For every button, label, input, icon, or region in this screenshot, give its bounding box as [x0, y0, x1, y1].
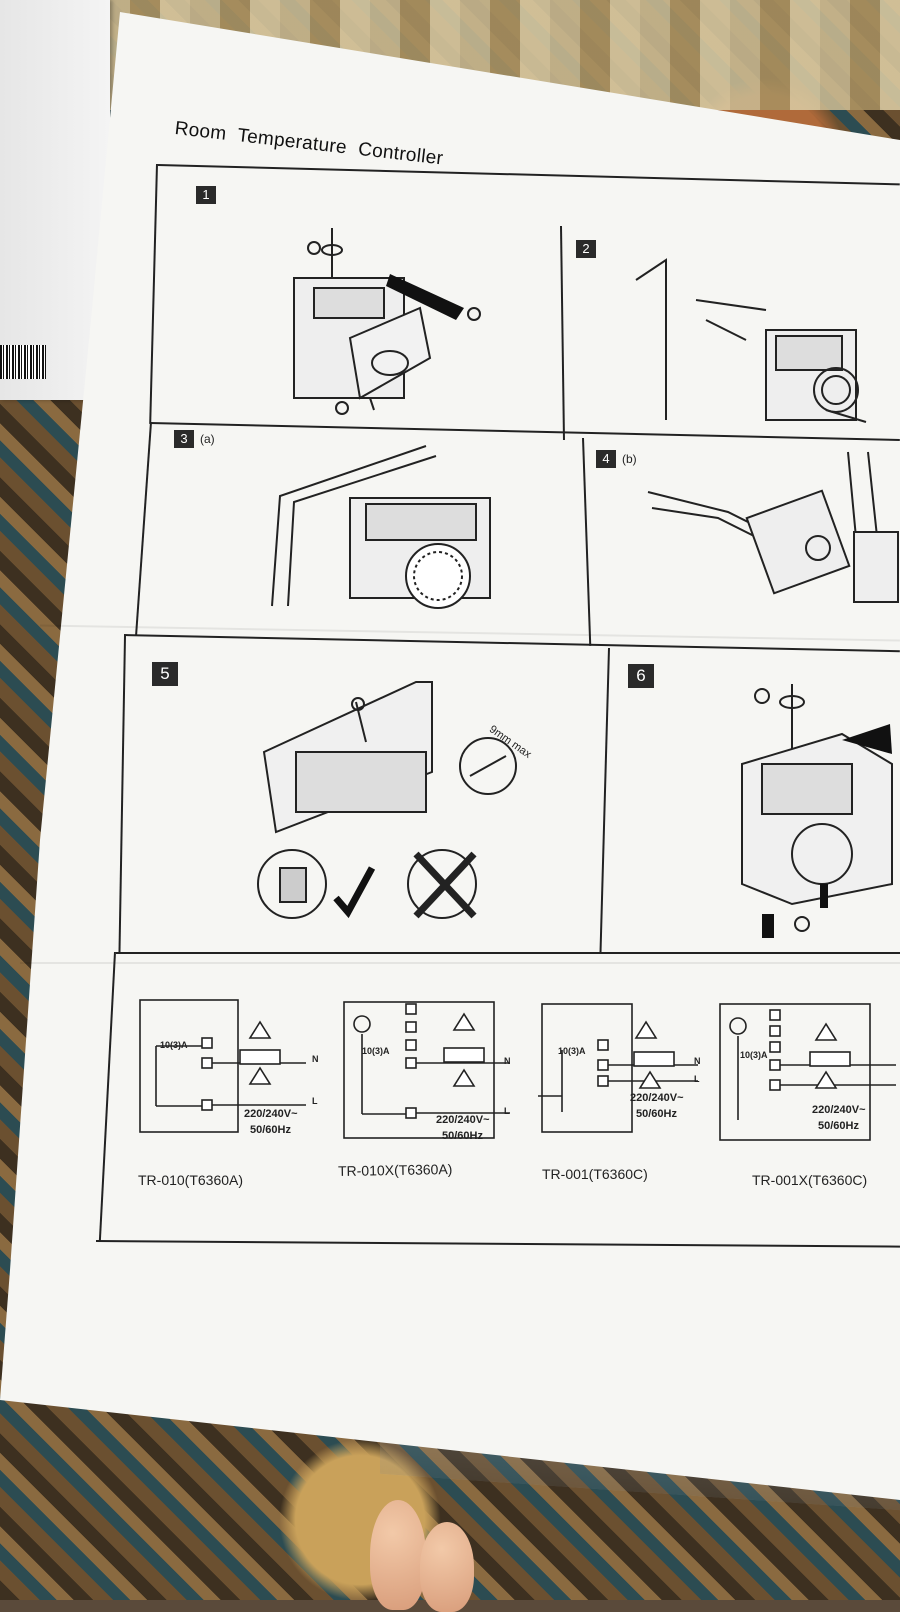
illustration-step-6 — [741, 684, 893, 938]
model-name-tr010x: TR-010X(T6360A) — [337, 1161, 453, 1179]
wiring-diagram-tr001x — [719, 1003, 896, 1141]
wiring-diagram-tr001 — [538, 1003, 698, 1133]
live-label: L — [694, 1074, 700, 1084]
neutral-label: N — [312, 1054, 319, 1064]
model-name-tr001: TR-001(T6360C) — [542, 1166, 648, 1182]
live-label: L — [312, 1096, 318, 1106]
wiring-diagram-tr010 — [139, 999, 306, 1133]
supply-label: 220/240V~ — [436, 1114, 490, 1126]
model-name-tr010: TR-010(T6360A) — [138, 1172, 244, 1188]
rating-label: 10(3)A — [558, 1046, 586, 1056]
grid-line — [116, 952, 900, 954]
illustration-step-1 — [293, 228, 481, 415]
frequency-label: 50/60Hz — [818, 1120, 859, 1132]
frequency-label: 50/60Hz — [250, 1124, 291, 1136]
step-number-1: 1 — [196, 186, 216, 204]
step-number-4: 4 — [596, 450, 616, 468]
step-3-note: (a) — [200, 432, 215, 446]
illustration-step-4 — [647, 451, 899, 603]
frequency-label: 50/60Hz — [636, 1108, 677, 1120]
neutral-label: N — [504, 1056, 511, 1066]
illustration-step-2 — [635, 258, 867, 423]
supply-label: 220/240V~ — [812, 1104, 866, 1116]
neutral-label: N — [694, 1056, 701, 1066]
step-number-2: 2 — [576, 240, 596, 258]
illustration-step-3 — [271, 445, 491, 609]
live-label: L — [504, 1106, 510, 1116]
barcode — [0, 345, 46, 379]
step-number-3: 3 — [174, 430, 194, 448]
step-4-note: (b) — [622, 452, 637, 466]
supply-label: 220/240V~ — [630, 1092, 684, 1104]
frequency-label: 50/60Hz — [442, 1130, 483, 1142]
toe — [420, 1522, 474, 1612]
rating-label: 10(3)A — [362, 1046, 390, 1056]
toe — [370, 1500, 426, 1610]
supply-label: 220/240V~ — [244, 1108, 298, 1120]
rating-label: 10(3)A — [160, 1040, 188, 1050]
wiring-diagram-tr010x — [343, 1001, 510, 1139]
step-number-6: 6 — [628, 664, 654, 688]
illustration-step-5 — [257, 681, 517, 919]
step-number-5: 5 — [152, 662, 178, 686]
model-name-tr001x: TR-001X(T6360C) — [752, 1172, 868, 1188]
rating-label: 10(3)A — [740, 1050, 768, 1060]
fold-crease — [20, 962, 900, 964]
